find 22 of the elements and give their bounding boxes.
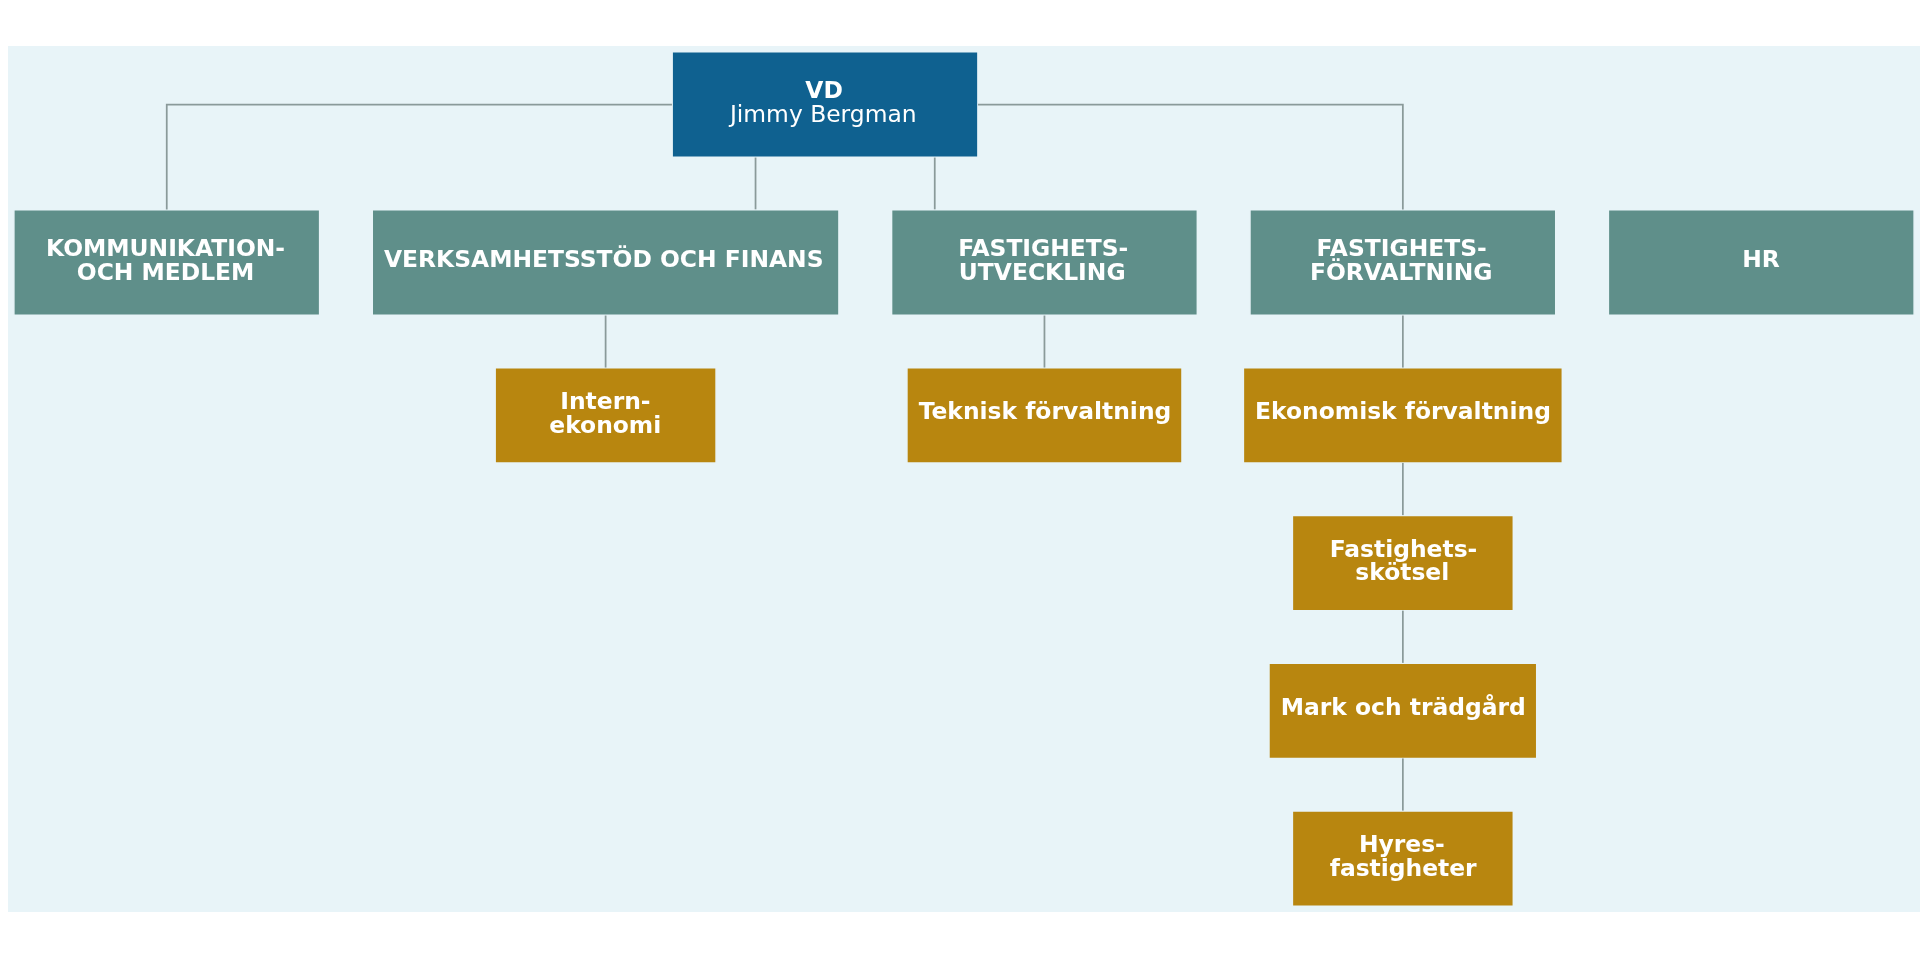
connector [604, 314, 607, 368]
node-box: Teknisk förvaltning [906, 366, 1183, 464]
node-box: FASTIGHETS- UTVECKLING [890, 208, 1199, 316]
node-box: Hyres- fastigheter [1291, 809, 1515, 907]
connector [933, 156, 936, 210]
node-box: HR [1607, 208, 1915, 316]
connector [1401, 461, 1404, 516]
node-box: FASTIGHETS- FÖRVALTNING [1249, 208, 1557, 316]
node-box: Intern- ekonomi [494, 366, 717, 464]
connector [165, 103, 673, 210]
node-box: Ekonomisk förvaltning [1242, 366, 1564, 464]
node-box: KOMMUNIKATION- OCH MEDLEM [13, 208, 321, 316]
connector [1401, 757, 1404, 811]
node-box: VERKSAMHETSSTÖD OCH FINANS [371, 208, 840, 316]
node-box: Mark och trädgård [1268, 662, 1538, 759]
connector [754, 156, 757, 210]
node-box: VD Jimmy Bergman [671, 50, 979, 158]
connector [977, 103, 1404, 210]
connector [1401, 314, 1404, 368]
node-box: Fastighets- skötsel [1291, 514, 1515, 611]
connector [1401, 609, 1404, 664]
connector [1043, 314, 1046, 368]
